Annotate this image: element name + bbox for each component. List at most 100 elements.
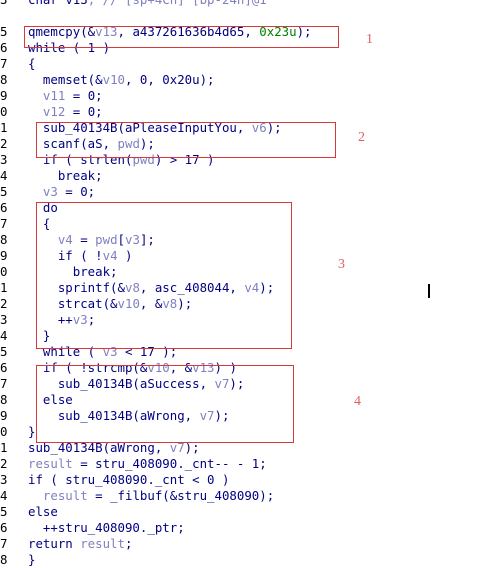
code-line[interactable]: 8 v4 = pwd[v3]; xyxy=(0,232,483,248)
code-token: while ( xyxy=(28,344,103,359)
code-token: result xyxy=(42,488,88,503)
code-token xyxy=(28,88,43,103)
line-number: 4 xyxy=(0,488,8,503)
code-line[interactable] xyxy=(0,8,483,24)
code-token: { xyxy=(28,216,51,231)
code-token: , & xyxy=(169,360,193,375)
code-token: v11 xyxy=(42,88,66,103)
code-text: } xyxy=(28,552,35,568)
code-token: sub_40134B(aSuccess, xyxy=(28,376,215,391)
code-token: v6 xyxy=(251,120,267,135)
code-line[interactable]: 6 ++stru_408090._ptr; xyxy=(0,520,483,536)
code-token: v3 xyxy=(102,344,118,359)
code-line[interactable]: 3char v13; // [sp+4Ch] [bp-24h]@1 xyxy=(0,0,483,8)
code-line[interactable]: 3 if ( stru_408090._cnt < 0 ) xyxy=(0,472,483,488)
code-line[interactable]: 1 sprintf(&v8, asc_408044, v4); xyxy=(0,280,483,296)
code-text: sub_40134B(aWrong, v7); xyxy=(28,408,230,424)
code-line[interactable]: 8 memset(&v10, 0, 0x20u); xyxy=(0,72,483,88)
code-token: ); xyxy=(139,136,155,151)
code-token: ) xyxy=(117,248,133,263)
code-text: sub_40134B(aWrong, v7); xyxy=(28,440,200,456)
code-token: if ( !strcmp(& xyxy=(28,360,148,375)
code-line[interactable]: 4 } xyxy=(0,328,483,344)
code-line[interactable]: 5 v3 = 0; xyxy=(0,184,483,200)
code-line[interactable]: 9 sub_40134B(aWrong, v7); xyxy=(0,408,483,424)
code-line[interactable]: 3 if ( strlen(pwd) > 17 ) xyxy=(0,152,483,168)
code-line[interactable]: 2 strcat(&v10, &v8); xyxy=(0,296,483,312)
line-number: 3 xyxy=(0,0,14,8)
code-token: v4 xyxy=(102,248,118,263)
code-text: else xyxy=(28,392,73,408)
code-line[interactable]: 6 do xyxy=(0,200,483,216)
code-line[interactable]: 9 if ( !v4 ) xyxy=(0,248,483,264)
code-line[interactable]: 4 break; xyxy=(0,168,483,184)
code-line[interactable]: 2 scanf(aS, pwd); xyxy=(0,136,483,152)
line-number: 7 xyxy=(0,216,8,231)
code-token: } xyxy=(28,328,51,343)
annotation-label-4: 4 xyxy=(354,394,361,409)
code-token: scanf(aS, xyxy=(28,136,118,151)
code-token: pwd xyxy=(117,136,140,151)
line-number: 6 xyxy=(0,520,8,535)
line-number: 8 xyxy=(0,552,8,567)
line-number: 3 xyxy=(0,472,8,487)
code-line[interactable]: 1 sub_40134B(aPleaseInputYou, v6); xyxy=(0,120,483,136)
code-text: v4 = pwd[v3]; xyxy=(28,232,155,248)
line-number: 6 xyxy=(0,200,8,215)
code-token: ); xyxy=(266,120,282,135)
code-line[interactable]: 5 while ( v3 < 17 ); xyxy=(0,344,483,360)
code-line[interactable]: 0 v12 = 0; xyxy=(0,104,483,120)
code-token: sub_40134B(aPleaseInputYou, xyxy=(28,120,252,135)
code-token: pwd xyxy=(132,152,155,167)
code-token: else xyxy=(28,504,58,519)
code-line[interactable]: 3 ++v3; xyxy=(0,312,483,328)
code-line[interactable]: 7 sub_40134B(aSuccess, v7); xyxy=(0,376,483,392)
code-token: break; xyxy=(28,168,103,183)
code-text: do xyxy=(28,200,58,216)
code-token: v13 xyxy=(95,24,118,39)
line-number: 1 xyxy=(0,280,8,295)
code-text: break; xyxy=(28,168,103,184)
code-token: v3 xyxy=(125,232,140,247)
code-text: { xyxy=(28,56,35,72)
code-text: ++v3; xyxy=(28,312,95,328)
code-text: qmemcpy(&v13, a437261636b4d65, 0x23u); xyxy=(28,24,312,40)
code-line[interactable]: 7 { xyxy=(0,216,483,232)
code-token: pwd xyxy=(95,232,118,247)
code-token: do xyxy=(28,200,58,215)
code-line[interactable]: 0} xyxy=(0,424,483,440)
annotation-label-2: 2 xyxy=(358,130,365,145)
code-token: ); xyxy=(177,296,193,311)
code-line[interactable]: 8} xyxy=(0,552,483,568)
code-token: = 0; xyxy=(65,104,103,119)
annotation-box-4 xyxy=(36,365,294,443)
code-token: return xyxy=(28,536,81,551)
code-text: sprintf(&v8, asc_408044, v4); xyxy=(28,280,274,296)
code-line[interactable]: 8 else xyxy=(0,392,483,408)
annotation-label-1: 1 xyxy=(366,32,373,47)
code-token: v13 xyxy=(65,0,87,7)
code-line[interactable]: 6 if ( !strcmp(&v10, &v13) ) xyxy=(0,360,483,376)
code-token: ; // [sp+4Ch] [bp-24h]@1 xyxy=(88,0,267,7)
code-text: v12 = 0; xyxy=(28,104,103,120)
code-token: v8 xyxy=(124,280,140,295)
code-token: else xyxy=(28,392,73,407)
code-token: = xyxy=(72,232,96,247)
code-token: = _filbuf(&stru_408090); xyxy=(87,488,275,503)
code-line[interactable]: 9 v11 = 0; xyxy=(0,88,483,104)
line-number: 9 xyxy=(0,408,8,423)
code-line[interactable]: 7{ xyxy=(0,56,483,72)
line-number: 3 xyxy=(0,152,8,167)
code-line[interactable]: 0 break; xyxy=(0,264,483,280)
code-token: qmemcpy(& xyxy=(28,24,96,39)
code-text: if ( stru_408090._cnt < 0 ) xyxy=(28,472,229,488)
code-token xyxy=(28,104,43,119)
code-line[interactable]: 4 result = _filbuf(&stru_408090); xyxy=(0,488,483,504)
code-text: } xyxy=(28,328,50,344)
code-token xyxy=(28,184,43,199)
